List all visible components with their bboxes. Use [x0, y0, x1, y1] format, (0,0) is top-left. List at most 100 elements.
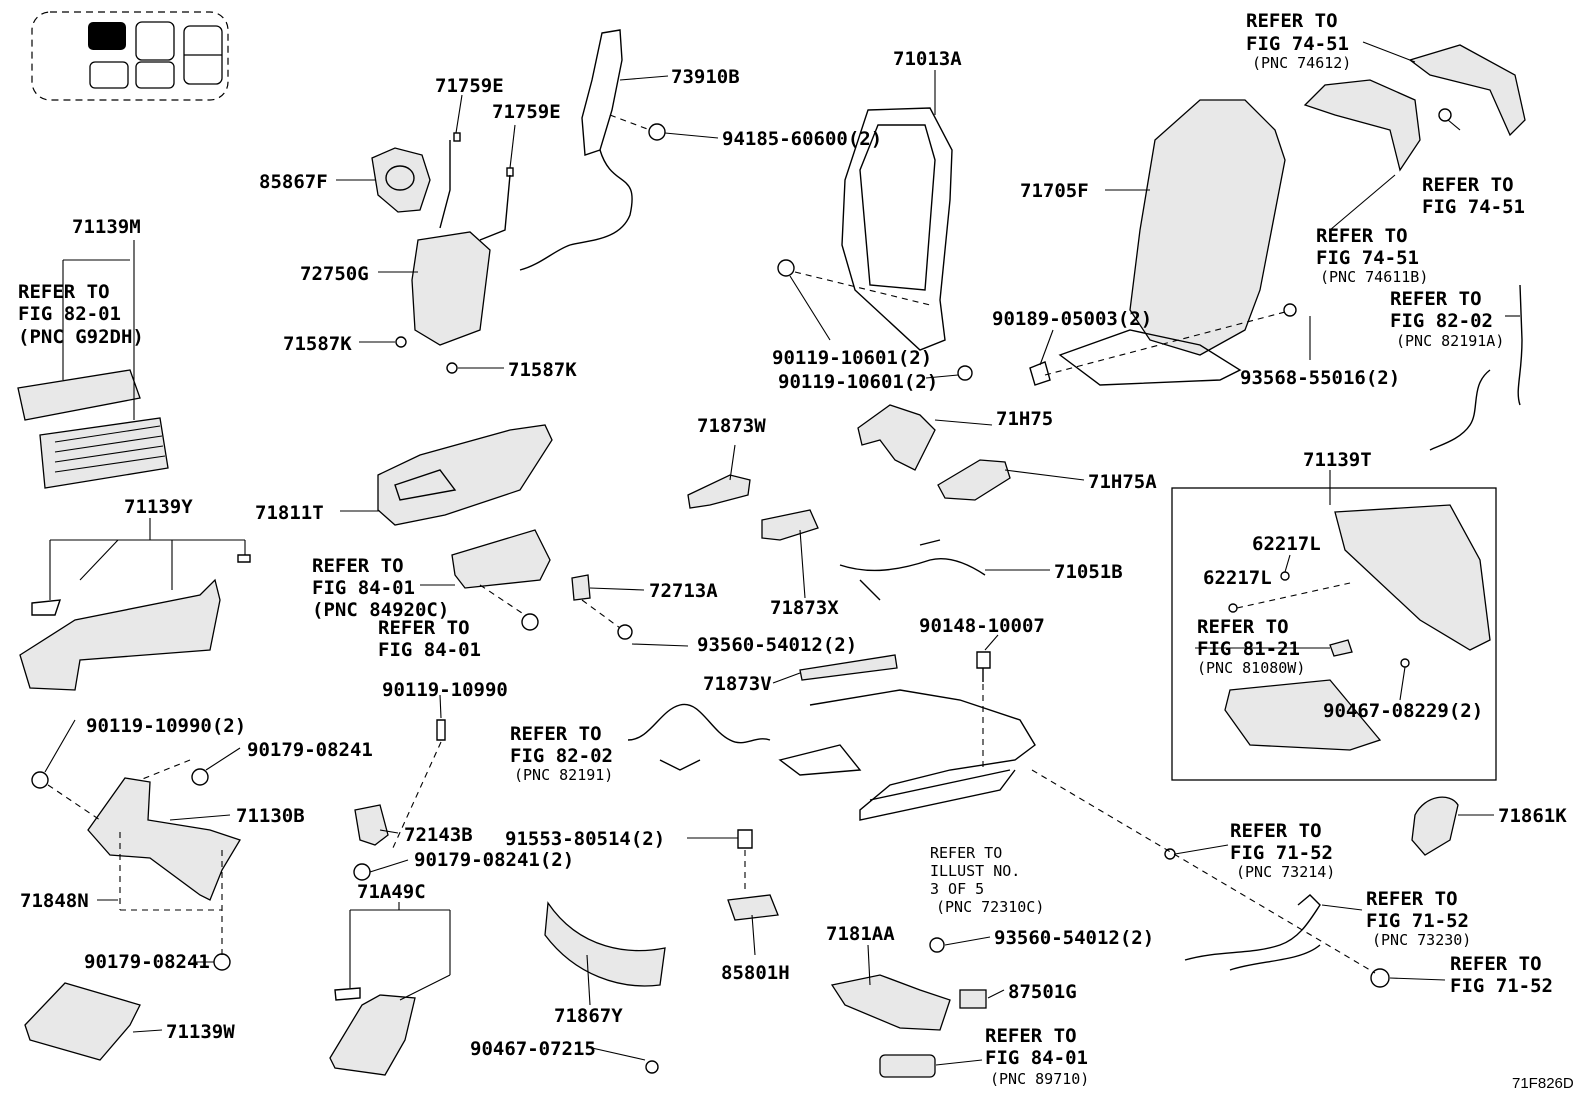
label-71a49c: 71A49C [357, 881, 426, 903]
seat-position-key-icon [31, 11, 229, 101]
refer-fig-71-52-b: REFER TO FIG 71-52 (PNC 73230) [1366, 888, 1471, 949]
svg-text:FIG 84-01: FIG 84-01 [312, 577, 415, 599]
label-71861k: 71861K [1498, 805, 1567, 827]
seat-wire-71051b-part [839, 539, 986, 601]
svg-text:FIG 82-02: FIG 82-02 [510, 745, 613, 767]
label-90179-08241-b: 90179-08241(2) [414, 849, 574, 871]
seat-adjuster-frame-part [778, 654, 1036, 821]
label-90179-08241-a: 90179-08241 [247, 739, 373, 761]
label-90189-05003: 90189-05003(2) [992, 308, 1152, 330]
cover-71861k-part [1411, 796, 1459, 856]
label-71139t: 71139T [1303, 449, 1372, 471]
label-72143b: 72143B [404, 824, 473, 846]
refer-fig-82-02-right: REFER TO FIG 82-02 (PNC 82191A) [1390, 288, 1504, 350]
svg-text:FIG 82-01: FIG 82-01 [18, 303, 121, 325]
side-airbag-part [519, 29, 666, 271]
seatback-frame-part [777, 107, 973, 381]
label-71051b: 71051B [1054, 561, 1123, 583]
label-71811t: 71811T [255, 502, 324, 524]
label-91553-80514: 91553-80514(2) [505, 828, 665, 850]
refer-illust-no: REFER TO ILLUST NO. 3 OF 5 (PNC 72310C) [930, 844, 1044, 916]
svg-text:(PNC 74611B): (PNC 74611B) [1320, 268, 1428, 286]
label-62217l-b: 62217L [1203, 567, 1272, 589]
seat-cushion-shield-part [377, 424, 553, 526]
label-71130b: 71130B [236, 805, 305, 827]
seat-belt-harness-part [1031, 769, 1390, 988]
label-62217l-a: 62217L [1252, 533, 1321, 555]
svg-text:REFER TO: REFER TO [1246, 10, 1338, 32]
refer-fig-84-01-b: REFER TO FIG 84-01 [378, 617, 481, 661]
module-7181aa-part [830, 937, 987, 1078]
refer-fig-74-51-top: REFER TO FIG 74-51 (PNC 74612) [1246, 10, 1351, 72]
label-71587k-b: 71587K [508, 359, 577, 381]
label-71h75: 71H75 [996, 408, 1053, 430]
leader-lines [44, 41, 1520, 1066]
refer-fig-81-21: REFER TO FIG 81-21 (PNC 81080W) [1197, 616, 1305, 677]
svg-text:REFER TO: REFER TO [378, 617, 470, 639]
label-90467-08229: 90467-08229(2) [1323, 700, 1483, 722]
label-87501g: 87501G [1008, 981, 1077, 1003]
label-7181aa: 7181AA [826, 923, 895, 945]
svg-text:3 OF 5: 3 OF 5 [930, 880, 984, 898]
label-90119-10601-b: 90119-10601(2) [778, 371, 938, 393]
label-71759e-a: 71759E [435, 75, 504, 97]
svg-text:REFER TO: REFER TO [1450, 953, 1542, 975]
svg-text:FIG 82-02: FIG 82-02 [1390, 310, 1493, 332]
label-85801h: 85801H [721, 962, 790, 984]
svg-text:FIG 84-01: FIG 84-01 [985, 1047, 1088, 1069]
label-90467-07215: 90467-07215 [470, 1038, 596, 1060]
sensor-85801h-part [645, 829, 779, 1074]
label-90119-10990-b: 90119-10990(2) [86, 715, 246, 737]
bolt-90148-part [976, 651, 991, 770]
svg-text:(PNC 82191A): (PNC 82191A) [1396, 332, 1504, 350]
label-93568-55016: 93568-55016(2) [1240, 367, 1400, 389]
label-71139m: 71139M [72, 216, 141, 238]
svg-text:(PNC 82191): (PNC 82191) [514, 766, 613, 784]
label-90148-10007: 90148-10007 [919, 615, 1045, 637]
bracket-72143b-part [353, 719, 446, 881]
bracket-72713a-part [571, 574, 633, 640]
diagram-code: 71F826D [1512, 1075, 1574, 1092]
svg-text:FIG 74-51: FIG 74-51 [1422, 196, 1525, 218]
label-71759e-b: 71759E [492, 101, 561, 123]
label-71139w: 71139W [166, 1021, 235, 1043]
pad-71139w-part [24, 982, 141, 1061]
svg-text:(PNC 73230): (PNC 73230) [1372, 931, 1471, 949]
svg-text:REFER TO: REFER TO [18, 281, 110, 303]
refer-fig-84-01-c: REFER TO FIG 84-01 (PNC 89710) [985, 1025, 1089, 1088]
seat-track-cover-parts [687, 404, 1011, 541]
refer-fig-74-51-right: REFER TO FIG 74-51 [1422, 174, 1525, 218]
svg-text:FIG 71-52: FIG 71-52 [1366, 910, 1469, 932]
svg-text:(PNC 73214): (PNC 73214) [1236, 863, 1335, 881]
frame-cover-71a49c-part [329, 987, 416, 1076]
svg-text:FIG 84-01: FIG 84-01 [378, 639, 481, 661]
refer-fig-74-51-mid: REFER TO FIG 74-51 (PNC 74611B) [1316, 225, 1428, 286]
label-93560-54012-a: 93560-54012(2) [697, 634, 857, 656]
svg-text:REFER TO: REFER TO [510, 723, 602, 745]
svg-text:FIG 71-52: FIG 71-52 [1230, 842, 1333, 864]
label-73910b: 73910B [671, 66, 740, 88]
svg-text:REFER TO: REFER TO [1390, 288, 1482, 310]
trim-71867y-part [544, 901, 666, 987]
refer-fig-82-02-mid: REFER TO FIG 82-02 (PNC 82191) [510, 723, 613, 784]
svg-text:(PNC G92DH): (PNC G92DH) [18, 326, 144, 348]
label-71705f: 71705F [1020, 180, 1089, 202]
svg-text:REFER TO: REFER TO [1230, 820, 1322, 842]
label-72750g: 72750G [300, 263, 369, 285]
svg-text:ILLUST NO.: ILLUST NO. [930, 862, 1020, 880]
wire-harness-right-part [1429, 284, 1523, 451]
svg-text:FIG 74-51: FIG 74-51 [1316, 247, 1419, 269]
refer-fig-71-52-c: REFER TO FIG 71-52 [1450, 953, 1553, 997]
label-71013a: 71013A [893, 48, 962, 70]
label-90119-10601-a: 90119-10601(2) [772, 347, 932, 369]
seat-switch-part [451, 529, 551, 631]
label-93560-54012-b: 93560-54012(2) [994, 927, 1154, 949]
seat-trim-pad-part [17, 369, 169, 489]
label-71873x: 71873X [770, 597, 839, 619]
svg-text:FIG 71-52: FIG 71-52 [1450, 975, 1553, 997]
svg-text:REFER TO: REFER TO [1316, 225, 1408, 247]
svg-text:(PNC 84920C): (PNC 84920C) [312, 599, 449, 621]
svg-text:FIG 74-51: FIG 74-51 [1246, 33, 1349, 55]
label-85867f: 85867F [259, 171, 328, 193]
